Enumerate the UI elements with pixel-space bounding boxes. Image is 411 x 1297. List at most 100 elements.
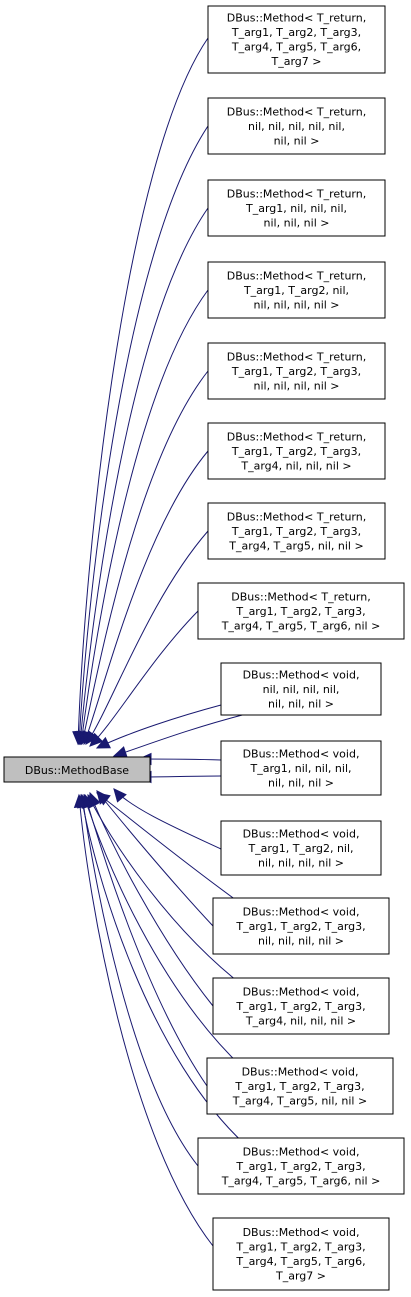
derived-class-box xyxy=(207,422,386,480)
inheritance-arrowhead xyxy=(73,793,87,808)
derived-class-label-line: T_arg1, T_arg2, T_arg3, xyxy=(234,1080,364,1093)
derived-class-box xyxy=(220,820,382,876)
derived-class-label-line: DBus::Method< void, xyxy=(243,668,360,681)
derived-class-label-line: T_arg1, T_arg2, T_arg3, xyxy=(231,26,361,39)
derived-class-label-line: DBus::Method< void, xyxy=(243,1226,360,1239)
inheritance-arrowhead xyxy=(113,788,127,803)
derived-class-node[interactable]: DBus::Method< T_return,T_arg1, T_arg2, T… xyxy=(197,582,405,640)
derived-class-box xyxy=(207,502,386,560)
derived-class-label-line: nil, nil, nil > xyxy=(264,216,330,229)
derived-class-box xyxy=(206,1057,394,1115)
derived-class-label-line: DBus::Method< T_return, xyxy=(227,510,366,523)
derived-class-node[interactable]: DBus::Method< void,T_arg1, T_arg2, T_arg… xyxy=(197,1137,405,1195)
derived-class-label-line: T_arg1, T_arg2, T_arg3, xyxy=(231,525,361,538)
derived-class-node[interactable]: DBus::Method< T_return,T_arg1, T_arg2, T… xyxy=(207,5,386,74)
derived-class-box xyxy=(207,342,386,400)
derived-class-nodes: DBus::Method< T_return,T_arg1, T_arg2, T… xyxy=(197,5,405,1291)
derived-class-label-line: T_arg1, T_arg2, T_arg3, xyxy=(235,605,365,618)
derived-class-label-line: T_arg4, T_arg5, T_arg6, xyxy=(235,1255,365,1268)
derived-class-box xyxy=(220,662,382,716)
inheritance-edge xyxy=(79,207,209,745)
base-class-node[interactable]: DBus::MethodBase xyxy=(3,756,151,783)
derived-class-label-line: T_arg4, T_arg5, T_arg6, nil > xyxy=(221,1174,381,1187)
derived-class-box xyxy=(207,97,386,155)
derived-class-node[interactable]: DBus::Method< T_return,T_arg1, nil, nil,… xyxy=(207,179,386,237)
derived-class-node[interactable]: DBus::Method< void,T_arg1, T_arg2, nil,n… xyxy=(220,820,382,876)
base-class-label: DBus::MethodBase xyxy=(25,764,129,777)
derived-class-label-line: nil, nil > xyxy=(274,134,320,147)
derived-class-label-line: nil, nil, nil, nil, xyxy=(263,683,340,696)
derived-class-label-line: nil, nil, nil, nil > xyxy=(258,856,344,869)
derived-class-label-line: nil, nil, nil, nil > xyxy=(253,379,339,392)
inheritance-edge xyxy=(81,794,199,1167)
derived-class-node[interactable]: DBus::Method< T_return,T_arg1, T_arg2, T… xyxy=(207,342,386,400)
derived-class-node[interactable]: DBus::Method< T_return,T_arg1, T_arg2, n… xyxy=(207,261,386,319)
inheritance-edge xyxy=(78,125,209,745)
derived-class-label-line: T_arg7 > xyxy=(275,1270,326,1283)
derived-class-label-line: DBus::Method< T_return, xyxy=(227,12,366,25)
derived-class-label-line: DBus::Method< void, xyxy=(243,985,360,998)
derived-class-label-line: T_arg4, T_arg5, nil, nil > xyxy=(232,1094,367,1107)
derived-class-label-line: DBus::Method< void, xyxy=(242,1065,359,1078)
derived-class-label-line: T_arg1, T_arg2, T_arg3, xyxy=(231,445,361,458)
derived-class-node[interactable]: DBus::Method< T_return,T_arg1, T_arg2, T… xyxy=(207,502,386,560)
derived-class-box xyxy=(207,261,386,319)
inheritance-edges xyxy=(72,37,250,1247)
derived-class-node[interactable]: DBus::Method< void,T_arg1, T_arg2, T_arg… xyxy=(206,1057,394,1115)
derived-class-label-line: DBus::Method< T_return, xyxy=(227,269,366,282)
derived-class-node[interactable]: DBus::Method< T_return,T_arg1, T_arg2, T… xyxy=(207,422,386,480)
derived-class-label-line: nil, nil, nil, nil, nil, xyxy=(248,120,345,133)
derived-class-label-line: DBus::Method< T_return, xyxy=(227,187,366,200)
derived-class-node[interactable]: DBus::Method< void,T_arg1, T_arg2, T_arg… xyxy=(212,1217,390,1291)
derived-class-box xyxy=(207,5,386,74)
inheritance-edge xyxy=(81,370,209,745)
derived-class-label-line: T_arg1, T_arg2, T_arg3, xyxy=(235,920,365,933)
derived-class-label-line: nil, nil, nil > xyxy=(268,697,334,710)
derived-class-label-line: DBus::Method< void, xyxy=(243,905,360,918)
inheritance-edge xyxy=(113,713,247,757)
derived-class-label-line: T_arg4, nil, nil, nil > xyxy=(240,459,351,472)
derived-class-label-line: T_arg1, T_arg2, T_arg3, xyxy=(235,1000,365,1013)
derived-class-label-line: T_arg4, T_arg5, T_arg6, xyxy=(231,41,361,54)
derived-class-label-line: DBus::Method< void, xyxy=(243,747,360,760)
inheritance-edge xyxy=(83,794,244,1069)
derived-class-label-line: DBus::Method< T_return, xyxy=(227,350,366,363)
derived-class-box xyxy=(212,977,390,1035)
derived-class-label-line: T_arg1, nil, nil, nil, xyxy=(250,762,352,775)
inheritance-edge xyxy=(78,794,214,1247)
derived-class-node[interactable]: DBus::Method< void,T_arg1, T_arg2, T_arg… xyxy=(212,977,390,1035)
inheritance-arrowhead xyxy=(89,732,104,747)
inheritance-edge xyxy=(89,610,199,747)
inheritance-arrowhead xyxy=(112,746,128,759)
derived-class-node[interactable]: DBus::Method< T_return,nil, nil, nil, ni… xyxy=(207,97,386,155)
inheritance-edge xyxy=(89,792,214,1007)
inheritance-edge xyxy=(85,530,209,745)
inheritance-edge xyxy=(96,790,214,927)
derived-class-label-line: nil, nil, nil, nil > xyxy=(253,298,339,311)
derived-class-label-line: T_arg1, T_arg2, T_arg3, xyxy=(231,365,361,378)
derived-class-label-line: DBus::Method< void, xyxy=(243,827,360,840)
derived-class-box xyxy=(197,1137,405,1195)
inheritance-edge xyxy=(84,794,208,1087)
inheritance-edge xyxy=(80,289,209,745)
derived-class-label-line: T_arg4, T_arg5, T_arg6, nil > xyxy=(221,619,381,632)
base-class-box xyxy=(3,756,151,783)
derived-class-label-line: T_arg1, T_arg2, nil, xyxy=(247,842,353,855)
derived-class-label-line: DBus::Method< T_return, xyxy=(227,430,366,443)
derived-class-label-line: T_arg4, T_arg5, nil, nil > xyxy=(228,539,363,552)
derived-class-label-line: DBus::Method< void, xyxy=(243,1145,360,1158)
derived-class-box xyxy=(220,740,382,796)
derived-class-node[interactable]: DBus::Method< void,nil, nil, nil, nil,ni… xyxy=(220,662,382,716)
inheritance-edge xyxy=(83,450,209,745)
derived-class-node[interactable]: DBus::Method< void,T_arg1, T_arg2, T_arg… xyxy=(212,897,390,955)
derived-class-box xyxy=(197,582,405,640)
derived-class-label-line: T_arg1, T_arg2, T_arg3, xyxy=(235,1241,365,1254)
derived-class-box xyxy=(207,179,386,237)
derived-class-label-line: nil, nil, nil > xyxy=(268,776,334,789)
derived-class-box xyxy=(212,1217,390,1291)
inheritance-edge xyxy=(87,794,247,989)
inheritance-edge xyxy=(77,37,209,745)
derived-class-label-line: T_arg1, nil, nil, nil, xyxy=(245,202,347,215)
derived-class-node[interactable]: DBus::Method< void,T_arg1, nil, nil, nil… xyxy=(220,740,382,796)
